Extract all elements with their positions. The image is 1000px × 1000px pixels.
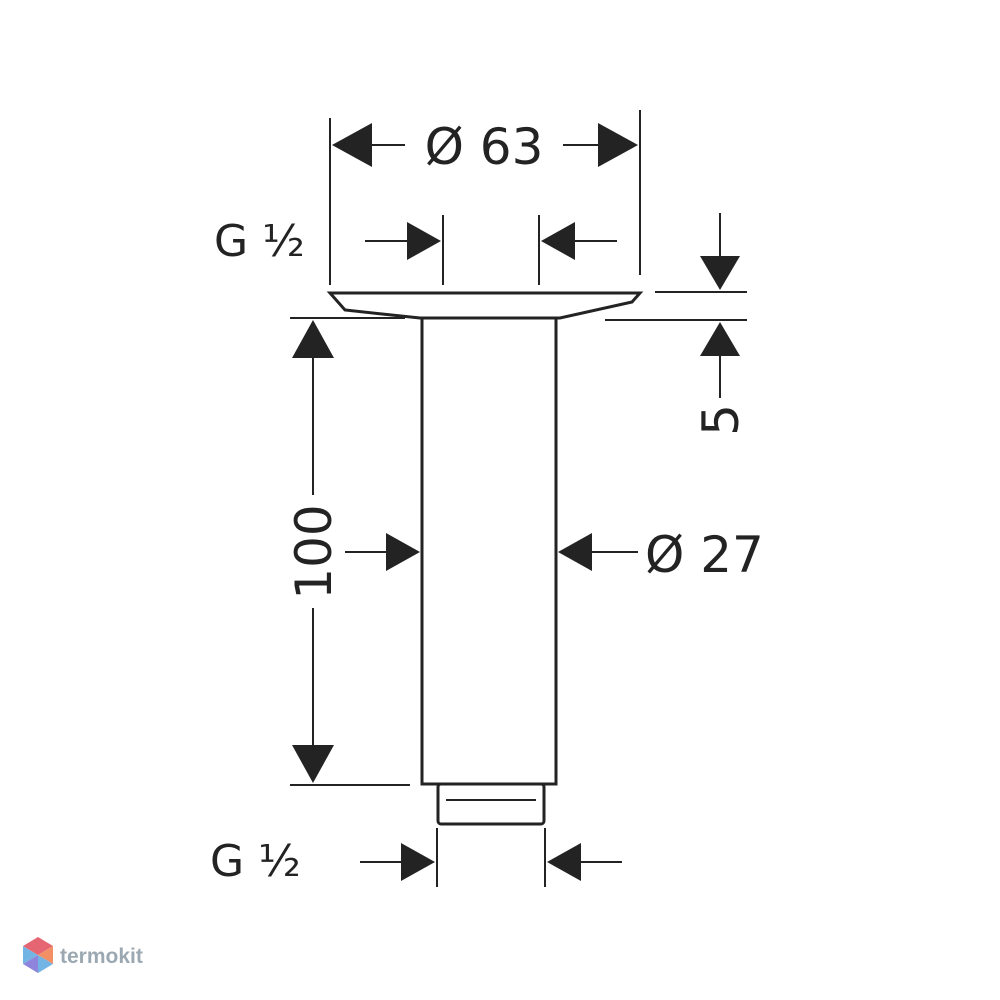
arrow-right xyxy=(541,222,575,260)
arrow-right xyxy=(598,123,638,167)
arrow-up xyxy=(700,322,740,356)
arrow-down xyxy=(700,256,740,290)
termokit-logo-icon xyxy=(23,937,53,973)
flange-outline xyxy=(326,291,644,320)
arrow-right xyxy=(547,843,581,881)
dimension-flange-diameter: Ø 63 xyxy=(329,110,641,285)
thread-end xyxy=(436,782,546,826)
thread-bottom-label: G ½ xyxy=(210,836,301,887)
arrow-down xyxy=(292,745,334,783)
dimension-thread-bottom: G ½ xyxy=(210,828,622,887)
arrow-up xyxy=(292,320,334,358)
flange-height-label: 5 xyxy=(692,404,750,436)
part-outline xyxy=(326,291,644,826)
flange-diameter-label: Ø 63 xyxy=(425,118,544,176)
pipe-body xyxy=(420,316,558,786)
dimension-pipe-diameter: Ø 27 xyxy=(345,526,764,584)
watermark-brand-text: termokit xyxy=(60,945,143,968)
pipe-diameter-label: Ø 27 xyxy=(645,526,764,584)
arrow-left xyxy=(386,533,420,571)
arrow-right xyxy=(558,533,592,571)
thread-top-label: G ½ xyxy=(214,216,305,267)
arrow-left xyxy=(332,123,372,167)
arrow-left xyxy=(401,843,435,881)
watermark: termokit xyxy=(23,937,143,973)
dimension-flange-height: 5 xyxy=(605,213,750,436)
arrow-left xyxy=(407,222,441,260)
pipe-length-label: 100 xyxy=(285,504,343,599)
dimension-pipe-length: 100 xyxy=(285,317,410,786)
dimension-thread-top: G ½ xyxy=(214,215,617,285)
